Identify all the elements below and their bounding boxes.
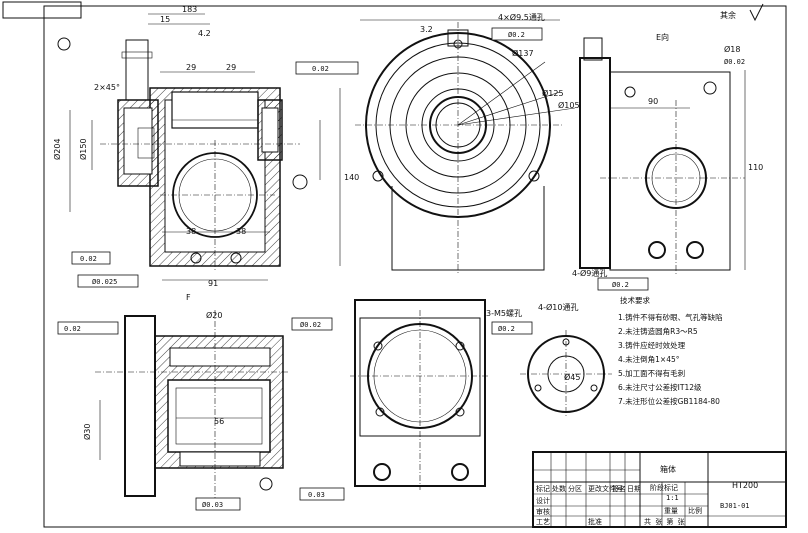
section-view-f	[95, 310, 290, 500]
tol-frame-b1	[57, 321, 119, 335]
tb-label-scale: 比例	[688, 506, 702, 515]
tb-drawing-no: BJ01-01	[720, 502, 750, 510]
tb-header-4: 更改文件号	[588, 484, 623, 493]
tb-sheet: 共 张 第 张	[644, 517, 685, 526]
tech-heading: 技术要求	[620, 295, 650, 305]
dim-4xholes: 4×Ø9.5通孔	[498, 12, 545, 22]
tol-frame-p	[491, 321, 533, 335]
tol-value-b1: 0.02	[64, 325, 81, 333]
dim-dia-30: Ø30	[82, 424, 92, 440]
title-label-stage: 阶段标记	[650, 483, 678, 492]
tol-value-b2: Ø0.02	[300, 321, 321, 329]
dim-dia-18: Ø18	[724, 44, 740, 54]
tol-value-p: Ø0.2	[498, 325, 515, 333]
tol-value-b3: 0.03	[308, 491, 325, 499]
dim-110: 110	[748, 163, 763, 172]
dim-15: 15	[160, 15, 170, 24]
tb-role-design: 设计	[536, 496, 550, 505]
dim-38-a: 38	[186, 227, 196, 236]
dim-4-2: 4.2	[198, 29, 211, 38]
dim-91: 91	[208, 279, 218, 288]
dim-56: 56	[214, 417, 224, 426]
tolerance-frame-2	[71, 251, 111, 265]
corner-box	[2, 1, 82, 19]
title-part-name: 箱体	[660, 464, 676, 474]
tol-value-circ: Ø0.2	[508, 31, 525, 39]
tech-item-2: 2.未注铸造圆角R3～R5	[618, 326, 698, 336]
drawing-border	[43, 5, 787, 528]
dim-183: 183	[182, 5, 197, 14]
dim-dia-20: Ø20	[206, 310, 222, 320]
tol-frame-circ	[491, 27, 543, 41]
dim-29-b: 29	[226, 63, 236, 72]
tb-role-craft: 工艺	[536, 518, 550, 526]
roughness-symbol	[749, 3, 764, 22]
dim-dia-137: Ø137	[512, 48, 534, 58]
dim-38-b: 38	[236, 227, 246, 236]
tech-item-5: 5.加工面不得有毛刺	[618, 368, 685, 378]
tb-header-3: 分区	[568, 484, 582, 493]
tol-value-2: 0.02	[80, 255, 97, 263]
dim-dia-45: Ø45	[564, 372, 580, 382]
dim-4-holes: 4-Ø9通孔	[572, 268, 607, 278]
view-label-f: F	[186, 293, 191, 302]
dim-dia-125: Ø125	[542, 88, 564, 98]
dim-chamfer: 2×45°	[94, 83, 120, 92]
roughness-note: 其余	[720, 10, 736, 20]
tech-item-4: 4.未注倒角1×45°	[618, 354, 680, 364]
view-label-e: E向	[656, 32, 669, 42]
tb-header-1: 标记	[536, 484, 550, 493]
tol-value-3: Ø0.025	[92, 278, 117, 286]
side-view-e	[579, 37, 746, 275]
tol-frame-b3	[299, 487, 345, 501]
tol-value-right: Ø0.2	[612, 281, 629, 289]
dim-140: 140	[344, 173, 359, 182]
tb-header-5: 签名	[612, 484, 626, 493]
title-material: HT200	[732, 481, 758, 490]
tech-item-1: 1.铸件不得有砂眼、气孔等缺陷	[618, 312, 723, 322]
tol-value-r: Ø0.02	[724, 58, 745, 66]
main-section-view	[69, 13, 341, 281]
dim-90: 90	[648, 97, 658, 106]
roughness-3-2: 3.2	[420, 25, 433, 34]
tech-item-7: 7.未注形位公差按GB1184-80	[618, 396, 720, 406]
tb-role-approve: 批准	[588, 517, 602, 526]
tol-value-1: 0.02	[312, 65, 329, 73]
label-3-m5: 3-M5螺孔	[486, 308, 522, 318]
tb-role-review: 审核	[536, 507, 550, 516]
tb-header-2: 处数	[552, 484, 566, 493]
plate-view-d	[350, 299, 490, 490]
tol-frame-b2	[291, 317, 333, 331]
tol-value-b4: Ø0.03	[202, 501, 223, 509]
tolerance-frame-1	[295, 61, 359, 75]
tech-item-6: 6.未注尺寸公差按IT12级	[618, 382, 702, 392]
tol-frame-b4	[195, 497, 241, 511]
end-view-circular	[355, 19, 576, 275]
dim-29-a: 29	[186, 63, 196, 72]
title-block	[532, 451, 787, 528]
tolerance-frame-3	[77, 274, 139, 288]
tech-requirements: 技术要求 1.铸件不得有砂眼、气孔等缺陷 2.未注铸造圆角R3～R5 3.铸件应…	[618, 295, 723, 406]
tech-item-3: 3.铸件应经时效处理	[618, 340, 686, 350]
tb-label-weight: 重量	[664, 507, 678, 515]
dim-dia-105: Ø105	[558, 100, 580, 110]
title-scale: 1:1	[666, 494, 679, 502]
tb-header-6: 日期	[627, 485, 641, 493]
dim-dia-150: Ø150	[78, 138, 88, 160]
label-4-holes: 4-Ø10通孔	[538, 302, 578, 312]
datum-circle-g	[57, 37, 71, 51]
dim-dia-204: Ø204	[52, 138, 62, 160]
tol-frame-right	[597, 277, 649, 291]
cover-plate-view	[520, 330, 612, 418]
